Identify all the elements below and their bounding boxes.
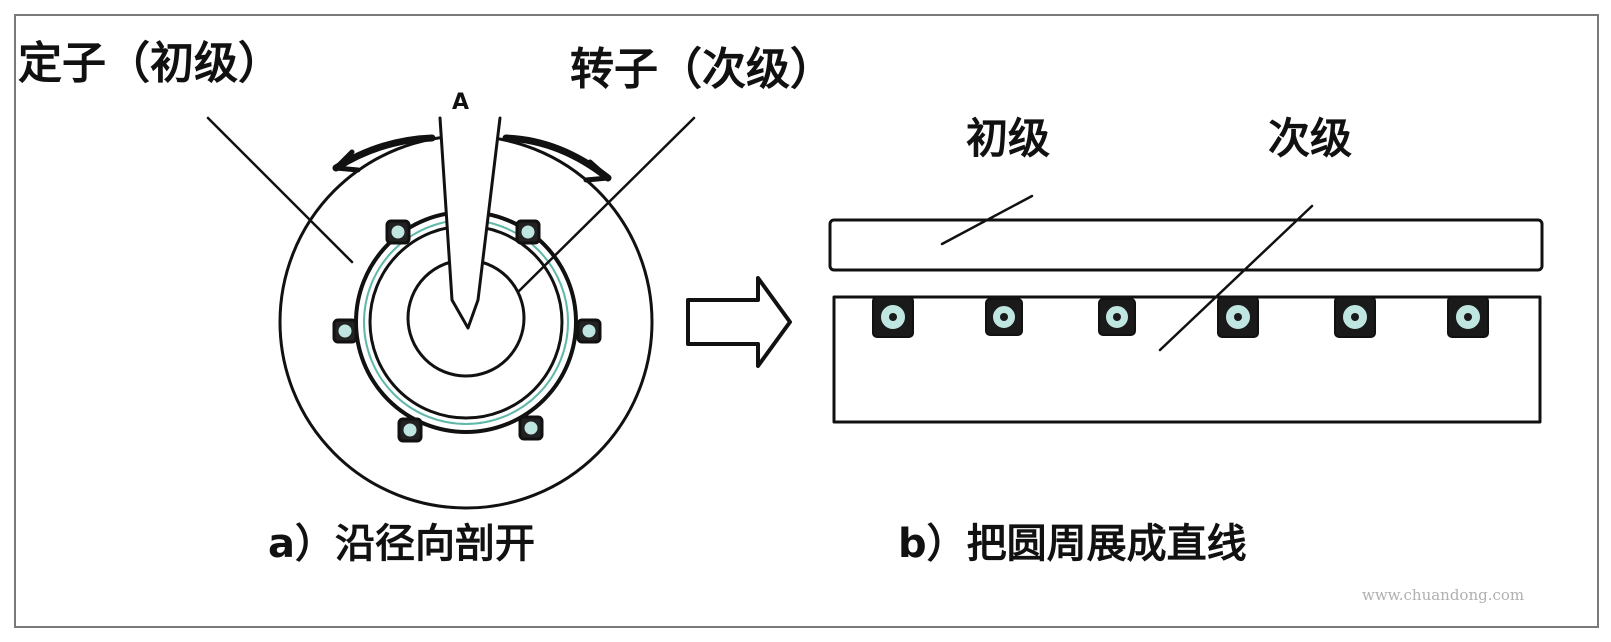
slot-b4 bbox=[1217, 296, 1259, 338]
slot-a5 bbox=[397, 417, 423, 443]
primary-leader-line bbox=[940, 194, 1034, 246]
rotor-label: 转子（次级） bbox=[570, 44, 834, 95]
secondary-label: 次级 bbox=[1268, 114, 1353, 163]
unroll-arrow-right-head bbox=[583, 159, 611, 183]
slot-a3 bbox=[332, 318, 358, 344]
unroll-arrow-left bbox=[332, 134, 436, 172]
figure-frame bbox=[14, 14, 1599, 628]
stator-leader-line bbox=[206, 116, 354, 264]
unroll-arrow-left-head bbox=[333, 149, 361, 173]
linear-slots bbox=[872, 296, 1489, 338]
transform-arrow bbox=[686, 276, 792, 368]
primary-bar bbox=[828, 218, 1544, 272]
stator-slots-circular bbox=[332, 219, 602, 443]
cut-mark-label: A bbox=[452, 90, 470, 115]
slot-a6 bbox=[518, 415, 544, 441]
slot-a2 bbox=[515, 219, 541, 245]
primary-label: 初级 bbox=[966, 114, 1051, 163]
rotor-leader-line bbox=[516, 116, 696, 294]
watermark: www.chuandong.com bbox=[1362, 586, 1525, 604]
slot-b2 bbox=[985, 298, 1023, 336]
slot-b1 bbox=[872, 296, 914, 338]
stator-label: 定子（初级） bbox=[18, 38, 282, 89]
caption-a: a）沿径向剖开 bbox=[268, 521, 535, 567]
slot-b5 bbox=[1334, 296, 1376, 338]
slot-b6 bbox=[1447, 296, 1489, 338]
slot-a1 bbox=[385, 219, 411, 245]
secondary-block bbox=[832, 295, 1542, 424]
caption-b: b）把圆周展成直线 bbox=[898, 521, 1247, 567]
radial-cut-wedge bbox=[438, 116, 502, 330]
slot-b3 bbox=[1098, 298, 1136, 336]
secondary-leader-line bbox=[1158, 204, 1314, 352]
slot-a4 bbox=[576, 318, 602, 344]
